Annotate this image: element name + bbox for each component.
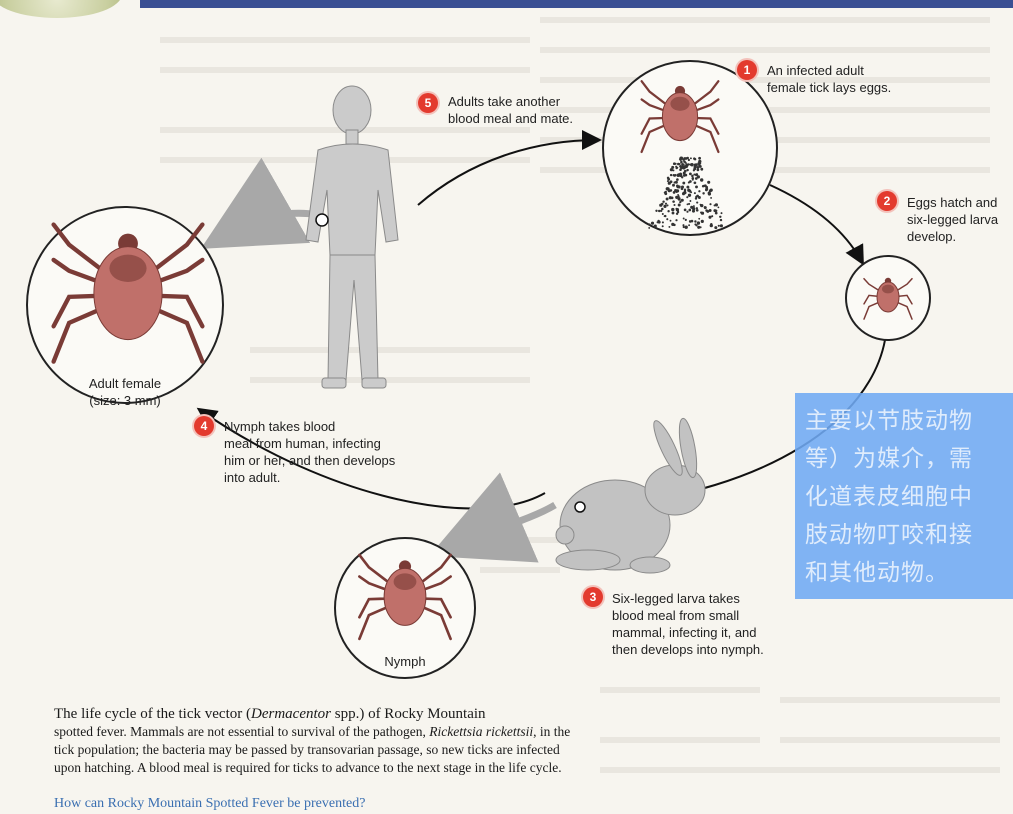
overlay-line-5: 和其他动物。 [805, 553, 949, 587]
caption-pathogen: Rickettsia rickettsii [429, 724, 533, 739]
overlay-line-2: 等）为媒介，需 [805, 439, 973, 473]
arrow-eggs-to-larva [770, 185, 862, 262]
adult-female-label: Adult female (size: 3 mm) [72, 375, 178, 409]
chinese-text-overlay: 主要以节肢动物 等）为媒介，需 化道表皮细胞中 肢动物叮咬和接 和其他动物。 [795, 393, 1013, 599]
step-2-text: Eggs hatch and six-legged larva develop. [907, 194, 998, 245]
overlay-line-3: 化道表皮细胞中 [805, 477, 973, 511]
bite-marker-human [316, 214, 328, 226]
prevention-question: How can Rocky Mountain Spotted Fever be … [54, 796, 365, 812]
grey-arrow-human-to-adult [225, 213, 320, 235]
caption-line-2: spotted fever. Mammals are not essential… [54, 723, 744, 741]
step-5-text: Adults take another blood meal and mate. [448, 93, 573, 127]
nymph-label: Nymph [375, 653, 435, 670]
caption-line-1: The life cycle of the tick vector (Derma… [54, 705, 744, 723]
caption-line-4: upon hatching. A blood meal is required … [54, 759, 744, 777]
caption-genus: Dermacentor [251, 706, 331, 722]
overlay-line-4: 肢动物叮咬和接 [805, 515, 973, 549]
step-2-badge: 2 [877, 191, 897, 211]
rabbit-figure [556, 417, 705, 573]
step-3-badge: 3 [583, 587, 603, 607]
bite-marker-rabbit [575, 502, 585, 512]
step-3-text: Six-legged larva takes blood meal from s… [612, 590, 764, 658]
step-4-badge: 4 [194, 416, 214, 436]
step-1-badge: 1 [737, 60, 757, 80]
step-5-badge: 5 [418, 93, 438, 113]
figure-caption: The life cycle of the tick vector (Derma… [54, 705, 744, 777]
overlay-line-1: 主要以节肢动物 [805, 401, 973, 435]
step-4-text: Nymph takes blood meal from human, infec… [224, 418, 395, 486]
caption-line-3: tick population; the bacteria may be pas… [54, 741, 744, 759]
step-1-text: An infected adult female tick lays eggs. [767, 62, 891, 96]
